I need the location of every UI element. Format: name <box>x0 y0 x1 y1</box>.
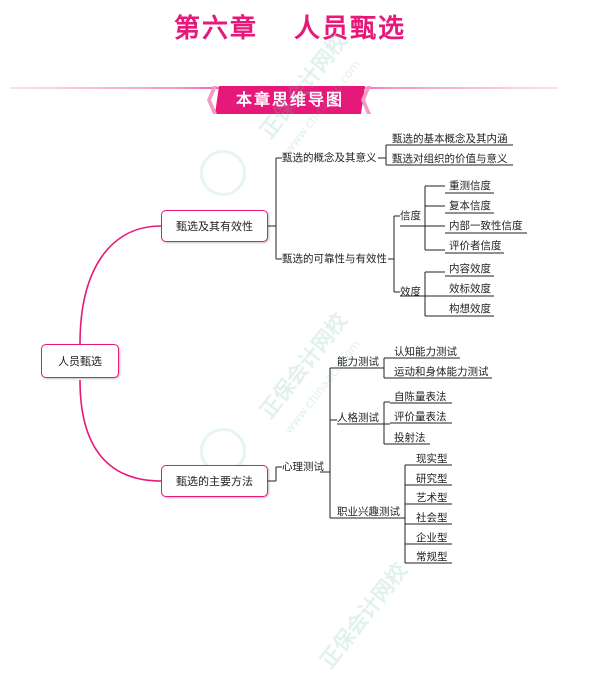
leaf-value: 甄选对组织的价值与意义 <box>392 153 508 165</box>
node-ability-test: 能力测试 <box>337 356 379 368</box>
root-node: 人员甄选 <box>41 344 119 378</box>
leaf-concept: 甄选的基本概念及其内涵 <box>392 133 508 145</box>
leaf-alternate-form: 复本信度 <box>449 200 491 212</box>
mindmap-connectors <box>79 144 527 564</box>
chapter-number: 第六章 <box>173 14 258 44</box>
branch-selection-validity: 甄选及其有效性 <box>161 210 268 242</box>
chapter-title: 第六章 人员甄选 <box>0 8 580 45</box>
leaf-conventional: 常规型 <box>416 551 448 563</box>
banner-ribbon <box>207 86 371 114</box>
watermark-logo-icon <box>200 150 246 196</box>
leaf-physical: 运动和身体能力测试 <box>394 366 489 378</box>
leaf-self-report: 自陈量表法 <box>394 391 447 403</box>
chapter-name: 人员甄选 <box>294 14 407 44</box>
node-concept-significance: 甄选的概念及其意义 <box>282 152 377 164</box>
leaf-investigative: 研究型 <box>416 473 448 485</box>
node-validity: 效度 <box>400 286 421 298</box>
node-personality-test: 人格测试 <box>337 412 379 424</box>
leaf-enterprising: 企业型 <box>416 532 448 544</box>
node-psych-test: 心理测试 <box>282 461 324 473</box>
leaf-projective: 投射法 <box>394 432 426 444</box>
leaf-rating-scale: 评价量表法 <box>394 411 447 423</box>
leaf-construct-validity: 构想效度 <box>449 303 491 315</box>
leaf-cognitive: 认知能力测试 <box>394 346 457 358</box>
leaf-artistic: 艺术型 <box>416 492 448 504</box>
node-reliability-validity: 甄选的可靠性与有效性 <box>282 253 387 265</box>
leaf-inter-rater: 评价者信度 <box>449 240 502 252</box>
leaf-test-retest: 重测信度 <box>449 180 491 192</box>
leaf-internal-consistency: 内部一致性信度 <box>449 220 523 232</box>
leaf-realistic: 现实型 <box>416 453 448 465</box>
banner-title: 本章思维导图 <box>235 90 344 109</box>
leaf-content-validity: 内容效度 <box>449 263 491 275</box>
leaf-criterion-validity: 效标效度 <box>449 283 491 295</box>
node-interest-test: 职业兴趣测试 <box>337 506 400 518</box>
leaf-social: 社会型 <box>416 512 448 524</box>
node-reliability: 信度 <box>400 210 421 222</box>
branch-selection-methods: 甄选的主要方法 <box>161 465 268 497</box>
